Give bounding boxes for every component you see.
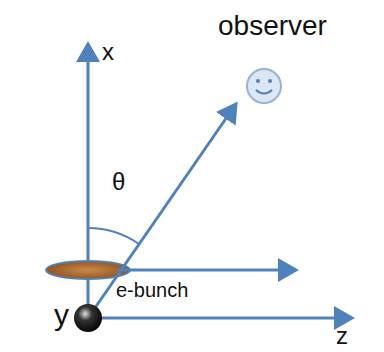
- origin-ball: [74, 304, 102, 332]
- axis-label: x: [102, 40, 114, 64]
- bunch-direction-arrow: [118, 269, 296, 272]
- angle-arc: [88, 228, 139, 244]
- axis-label: z: [336, 324, 348, 348]
- observer-face: [247, 69, 281, 103]
- z-axis: [88, 317, 352, 320]
- axis-label: y: [54, 300, 69, 330]
- bunch-label: e-bunch: [116, 280, 188, 300]
- observer-label: observer: [218, 12, 327, 40]
- angle-label: θ: [112, 170, 125, 194]
- observation-line: [88, 104, 236, 318]
